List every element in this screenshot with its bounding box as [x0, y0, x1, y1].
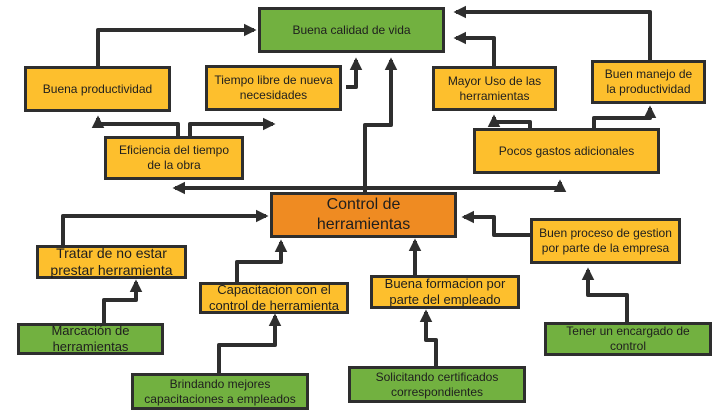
arrow-better-training-to-training — [217, 313, 282, 373]
node-label: Pocos gastos adicionales — [498, 143, 635, 158]
node-label: Mayor Uso de las herramientas — [447, 73, 542, 103]
arrow-productivity-to-quality — [96, 23, 257, 66]
node-few-extra-costs: Pocos gastos adicionales — [473, 128, 660, 174]
node-better-training: Brindando mejores capacitaciones a emple… — [131, 373, 309, 410]
node-label: Buena calidad de vida — [292, 22, 411, 37]
arrow-efficiency-to-productivity — [91, 115, 180, 136]
node-tool-control: Control de herramientas — [270, 192, 457, 238]
node-avoid-lending: Tratar de no estar prestar herramienta — [36, 245, 187, 279]
arrow-process-to-control — [461, 210, 530, 237]
node-label: Tratar de no estar prestar herramienta — [50, 244, 173, 279]
node-training-control: Capacitacion con el control de herramien… — [199, 282, 349, 314]
node-quality-of-life: Buena calidad de vida — [258, 7, 445, 53]
arrow-certificates-to-formation — [419, 309, 438, 366]
arrow-control-to-quality — [363, 57, 398, 192]
arrow-handling-to-quality — [453, 5, 652, 60]
arrow-freetime-to-quality — [346, 57, 363, 89]
node-label: Solicitando certificados correspondiente… — [375, 369, 499, 399]
node-work-time-efficiency: Eficiencia del tiempo de la obra — [104, 136, 244, 180]
arrow-training-to-control — [235, 239, 288, 282]
arrow-keeper-to-process — [581, 267, 629, 322]
node-request-certificates: Solicitando certificados correspondiente… — [348, 366, 526, 403]
node-label: Control de herramientas — [316, 196, 411, 233]
node-assign-keeper: Tener un encargado de control — [544, 322, 712, 356]
node-label: Marcación de herramientas — [51, 322, 130, 354]
arrow-marking-to-avoidlending — [102, 279, 143, 323]
arrow-efficiency-to-freetime — [188, 117, 276, 136]
arrow-control-to-costs — [365, 179, 567, 193]
node-label: Brindando mejores capacitaciones a emple… — [144, 376, 296, 406]
node-label: Buena productividad — [42, 81, 153, 96]
arrow-costs-to-handling — [592, 105, 657, 128]
node-good-handling: Buen manejo de la productividad — [591, 60, 706, 104]
node-tool-usage: Mayor Uso de las herramientas — [432, 66, 557, 111]
node-label: Capacitacion con el control de herramien… — [208, 281, 340, 313]
node-label: Tiempo libre de nueva necesidades — [214, 73, 333, 102]
node-free-time: Tiempo libre de nueva necesidades — [205, 65, 342, 111]
node-management-process: Buen proceso de gestion por parte de la … — [530, 218, 681, 264]
node-label: Buen proceso de gestion por parte de la … — [539, 226, 672, 255]
node-tool-marking: Marcación de herramientas — [17, 323, 164, 355]
node-label: Buen manejo de la productividad — [604, 67, 693, 96]
node-employee-training: Buena formacion por parte del empleado — [370, 275, 520, 309]
arrow-avoidlending-to-control — [61, 209, 269, 245]
node-label: Tener un encargado de control — [566, 324, 690, 353]
arrow-costs-to-toolusage — [487, 114, 532, 128]
node-good-productivity: Buena productividad — [24, 66, 171, 112]
node-label: Eficiencia del tiempo de la obra — [118, 143, 230, 172]
arrow-toolusage-to-quality — [453, 31, 496, 66]
node-label: Buena formacion por parte del empleado — [384, 275, 506, 307]
